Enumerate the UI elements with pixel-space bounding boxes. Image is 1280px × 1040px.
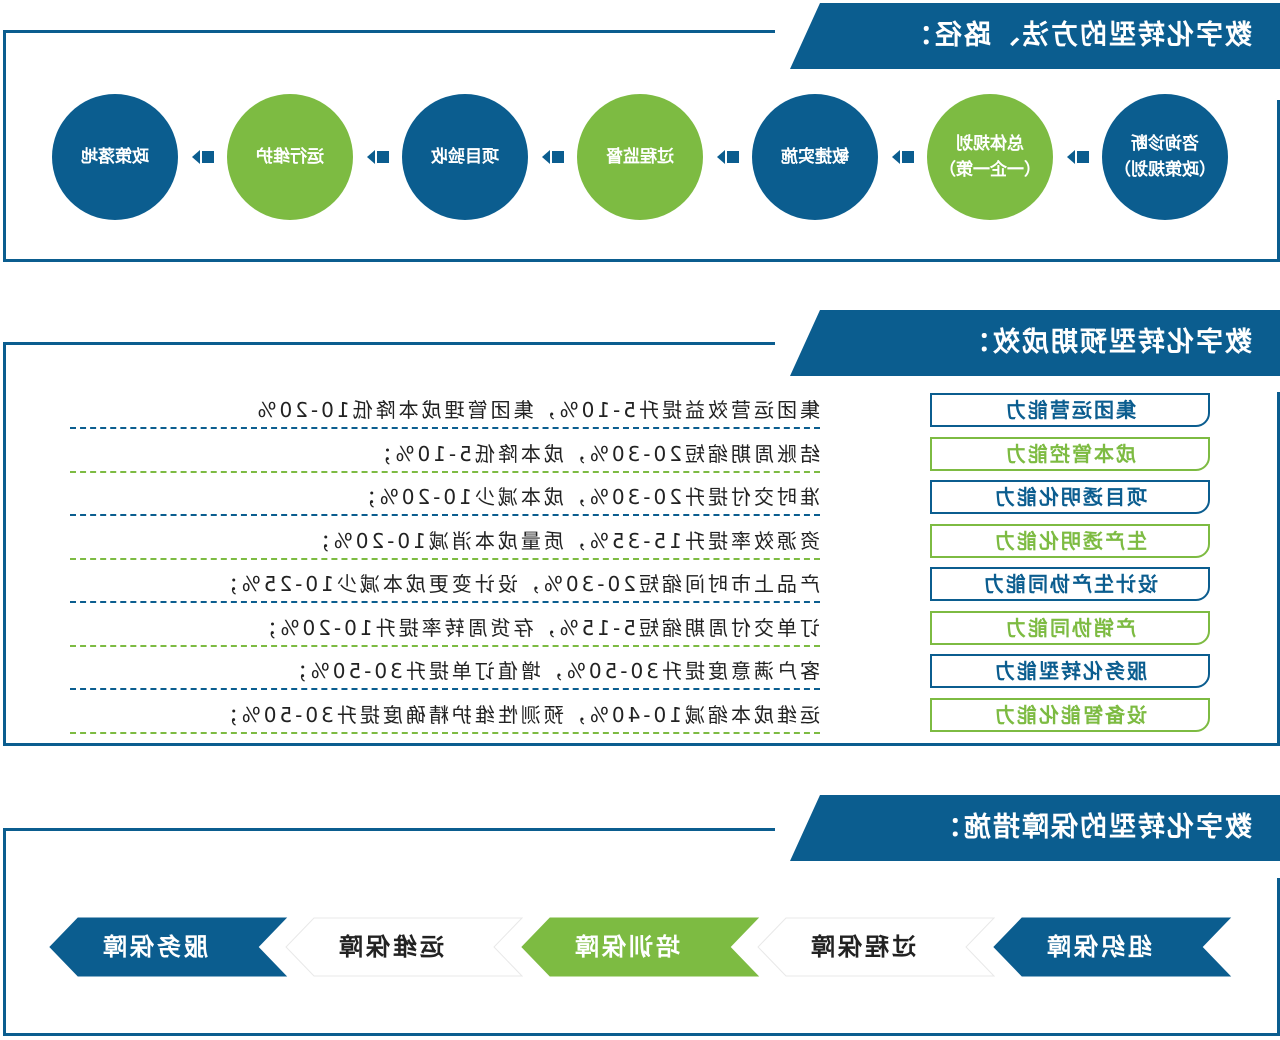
step-label: 运行维护 — [256, 147, 324, 167]
capability-description: 结账周期缩短20-30%，成本降低5-10%； — [70, 438, 820, 473]
step-circle: 咨询诊断 （政策规划） — [1102, 94, 1228, 220]
measure-label: 组织保障 — [1044, 933, 1152, 961]
capability-label: 项目透明化能力 — [930, 480, 1210, 514]
outcome-row: 成本管控能力 结账周期缩短20-30%，成本降低5-10%； — [70, 436, 1210, 473]
section1-title: 数字化转型的方法、路径： — [790, 3, 1280, 69]
step-circle: 过程监督 — [577, 94, 703, 220]
capability-description: 集团运营效益提升5-10%，集团管理成本降低10-20% — [70, 395, 820, 429]
arrow-right-icon — [542, 150, 564, 164]
step-circle: 政策落地 — [52, 94, 178, 220]
measure-label: 服务保障 — [100, 933, 208, 961]
capability-description: 准时交付提升20-30%，成本减少10-20%； — [70, 482, 820, 516]
step-circle: 总体规划 （一企一策） — [927, 94, 1053, 220]
capability-label: 设备智能化能力 — [930, 697, 1210, 732]
step-sublabel: （一企一策） — [939, 160, 1041, 180]
section2-title: 数字化转型预期成效： — [790, 310, 1280, 376]
capability-description: 产品上市时间缩短20-30%，设计变更成本减少10-25%； — [70, 569, 820, 603]
capability-description: 订单交付周期缩短5-15%，存货周转率提升10-20%； — [70, 612, 820, 647]
capability-label: 产销协同能力 — [930, 610, 1210, 645]
capability-label: 集团运营能力 — [930, 393, 1210, 427]
step-label: 敏捷实施 — [781, 147, 849, 167]
step-label: 项目验收 — [431, 147, 499, 167]
measure-label: 过程保障 — [808, 933, 916, 961]
outcome-row: 设计生产协同能力 产品上市时间缩短20-30%，设计变更成本减少10-25%； — [70, 567, 1210, 603]
outcome-row: 项目透明化能力 准时交付提升20-30%，成本减少10-20%； — [70, 480, 1210, 516]
arrow-right-icon — [1067, 150, 1089, 164]
capability-description: 客户满意度提升30-50%，增值订单提升30-50%； — [70, 656, 820, 690]
capability-description: 资源效率提升15-35%，质量成本消减10-20%； — [70, 525, 820, 560]
step-label: 咨询诊断 — [1131, 134, 1199, 154]
step-circle: 敏捷实施 — [752, 94, 878, 220]
outcome-row: 设备智能化能力 运维成本缩减10-40%，预测性维护精确度提升30-50%； — [70, 697, 1210, 734]
step-sublabel: （政策规划） — [1114, 160, 1216, 180]
outcome-row: 产销协同能力 订单交付周期缩短5-15%，存货周转率提升10-20%； — [70, 610, 1210, 647]
capability-label: 服务化转型能力 — [930, 654, 1210, 688]
arrow-right-icon — [367, 150, 389, 164]
arrow-right-icon — [192, 150, 214, 164]
step-label: 总体规划 — [956, 134, 1024, 154]
arrow-right-icon — [892, 150, 914, 164]
arrow-right-icon — [717, 150, 739, 164]
step-circle: 项目验收 — [402, 94, 528, 220]
outcome-row: 服务化转型能力 客户满意度提升30-50%，增值订单提升30-50%； — [70, 654, 1210, 690]
step-label: 政策落地 — [81, 147, 149, 167]
step-label: 过程监督 — [606, 147, 674, 167]
section3-title: 数字化转型的保障措施： — [790, 795, 1280, 861]
capability-label: 生产透明化能力 — [930, 523, 1210, 558]
capability-label: 成本管控能力 — [930, 436, 1210, 471]
outcome-row: 生产透明化能力 资源效率提升15-35%，质量成本消减10-20%； — [70, 523, 1210, 560]
capability-description: 运维成本缩减10-40%，预测性维护精确度提升30-50%； — [70, 699, 820, 734]
outcome-row: 集团运营能力 集团运营效益提升5-10%，集团管理成本降低10-20% — [70, 393, 1210, 429]
capability-label: 设计生产协同能力 — [930, 567, 1210, 601]
step-circle: 运行维护 — [227, 94, 353, 220]
measure-label: 培训保障 — [572, 933, 680, 961]
measure-label: 运维保障 — [336, 933, 444, 961]
